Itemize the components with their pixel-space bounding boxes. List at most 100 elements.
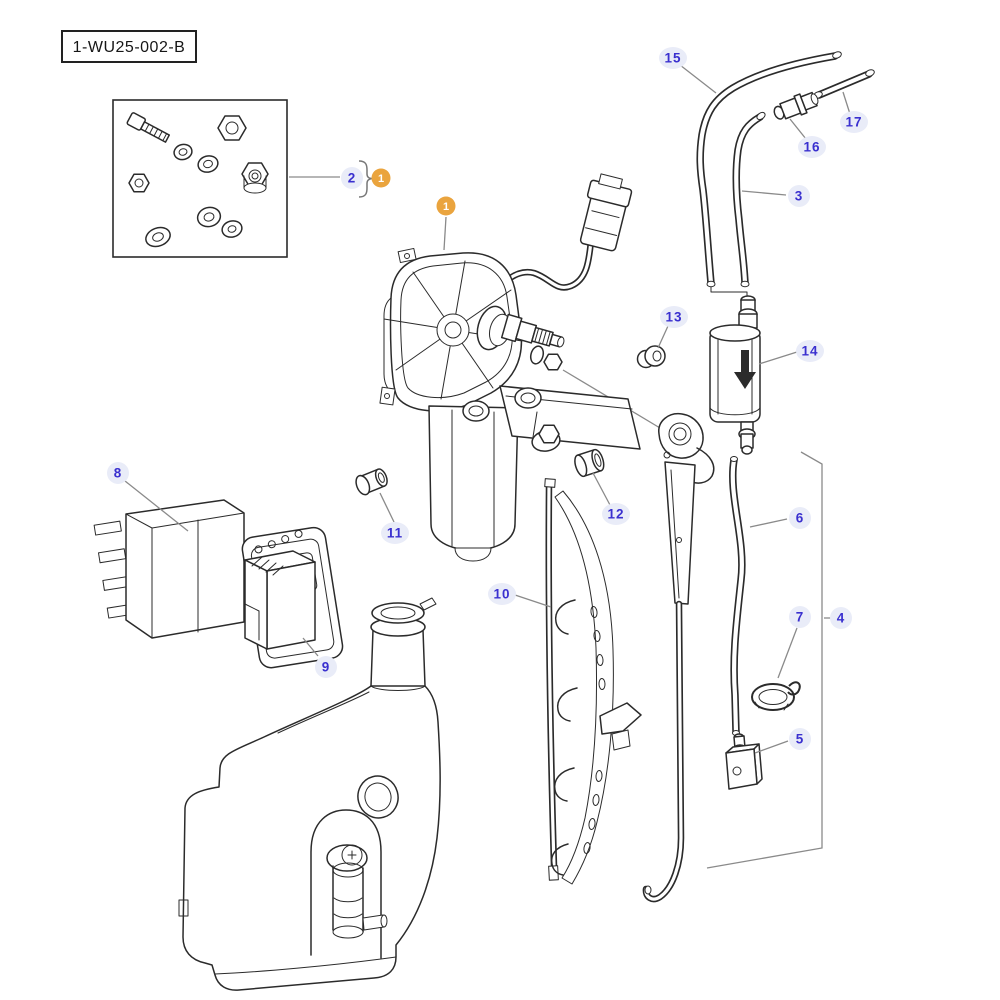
part-10-wiper-blade [544, 478, 642, 885]
qty-badge-value: 1 [378, 173, 384, 185]
kit-nut-small [128, 173, 150, 193]
part-17-hose-short [813, 69, 875, 99]
callout-number: 14 [801, 344, 818, 359]
part-11-cap [355, 468, 388, 496]
callout-4[interactable]: 4 [830, 607, 852, 629]
part-5-washer-nozzle [725, 733, 763, 790]
callout-halo [840, 111, 868, 133]
callout-halo [830, 607, 852, 629]
callout-11[interactable]: 11 [381, 522, 409, 544]
callout-number: 2 [348, 171, 357, 186]
callout-13[interactable]: 13 [660, 306, 688, 328]
leader-line-3 [741, 190, 787, 196]
wiper-arm [642, 413, 715, 903]
callout-17[interactable]: 17 [840, 111, 868, 133]
leader-line-17 [842, 91, 851, 115]
leader-line-16 [789, 118, 807, 140]
callout-number: 3 [795, 189, 804, 204]
callout-halo [789, 728, 811, 750]
callout-halo [315, 656, 337, 678]
leader-line-11 [379, 492, 395, 523]
callout-number: 4 [837, 611, 846, 626]
callout-10[interactable]: 10 [488, 583, 516, 605]
qty-badge-item-1[interactable]: 1 [436, 196, 456, 216]
callout-halo [796, 340, 824, 362]
motor-bracket [462, 385, 641, 452]
part-1-wiper-motor [379, 173, 641, 562]
callout-halo [659, 47, 687, 69]
leader-line-13 [657, 325, 669, 349]
callout-8[interactable]: 8 [107, 462, 129, 484]
part-6-hose [729, 456, 746, 736]
callout-number: 12 [607, 507, 624, 522]
leader-line-5 [754, 740, 789, 754]
part-12-bushing [574, 448, 605, 478]
leader-line-10 [514, 594, 552, 608]
callout-15[interactable]: 15 [659, 47, 687, 69]
flow-arrow-icon [734, 350, 756, 389]
kit-grommet-oval [145, 226, 171, 248]
callout-12[interactable]: 12 [602, 503, 630, 525]
qty-badge-value: 1 [443, 201, 449, 213]
kit-washer-flat [196, 206, 222, 228]
blade-frame-holes [583, 606, 606, 854]
callout-14[interactable]: 14 [796, 340, 824, 362]
callout-7[interactable]: 7 [789, 606, 811, 628]
callout-halo [341, 167, 363, 189]
callout-halo [107, 462, 129, 484]
callout-9[interactable]: 9 [315, 656, 337, 678]
qty-badge-circle [436, 196, 456, 216]
callout-halo [798, 136, 826, 158]
blade-claws [550, 599, 578, 876]
part-2-hardware-kit [112, 99, 288, 258]
callout-halo [789, 606, 811, 628]
leader-line-9 [302, 637, 319, 657]
callout-halo [660, 306, 688, 328]
leader-line-6 [749, 518, 788, 528]
callout-3[interactable]: 3 [788, 185, 810, 207]
part-7-hose-clamp [751, 681, 801, 711]
callout-number: 5 [796, 732, 805, 747]
tank-filler-cap [370, 597, 437, 637]
callout-number: 7 [796, 610, 805, 625]
callout-number: 16 [803, 140, 820, 155]
motor-can [428, 405, 519, 562]
callout-number: 9 [322, 660, 331, 675]
part-code-box: 1-WU25-002-B [61, 30, 197, 63]
leader-line-14 [758, 351, 798, 365]
washer-fluid-tank [178, 597, 441, 991]
qty-badge-item-2[interactable]: 1 [371, 168, 391, 188]
kit-washer-small [173, 143, 193, 161]
callout-5[interactable]: 5 [789, 728, 811, 750]
callout-6[interactable]: 6 [789, 507, 811, 529]
part-14-filter-valve [709, 295, 761, 455]
motor-connector [579, 173, 633, 252]
kit-bolt [126, 112, 170, 143]
leader-line-7 [777, 627, 798, 679]
motor-gearbox-housing [379, 247, 523, 412]
callout-number: 13 [665, 310, 682, 325]
kit-nut-large [217, 115, 247, 141]
badge-leader-line [443, 216, 447, 251]
kit-washer-mid [197, 155, 219, 173]
callout-halo [789, 507, 811, 529]
motor-rib-spokes [383, 260, 523, 400]
motor-output-shaft [476, 305, 565, 371]
callout-number: 6 [796, 511, 805, 526]
hose-to-filter-link [710, 286, 748, 298]
part-13-grommet [636, 345, 666, 369]
callout-16[interactable]: 16 [798, 136, 826, 158]
kit-washer-last [221, 220, 243, 238]
callout-number: 11 [387, 526, 403, 541]
washer-pump [326, 844, 388, 939]
qty-badge-circle [371, 168, 391, 188]
part-9-switch-cover [244, 550, 316, 650]
blade-center-bridge [599, 702, 642, 751]
callout-2[interactable]: 2 [341, 167, 363, 189]
leader-line-15 [679, 64, 717, 94]
callout-number: 17 [845, 115, 862, 130]
part-15-hose-long [696, 51, 842, 288]
